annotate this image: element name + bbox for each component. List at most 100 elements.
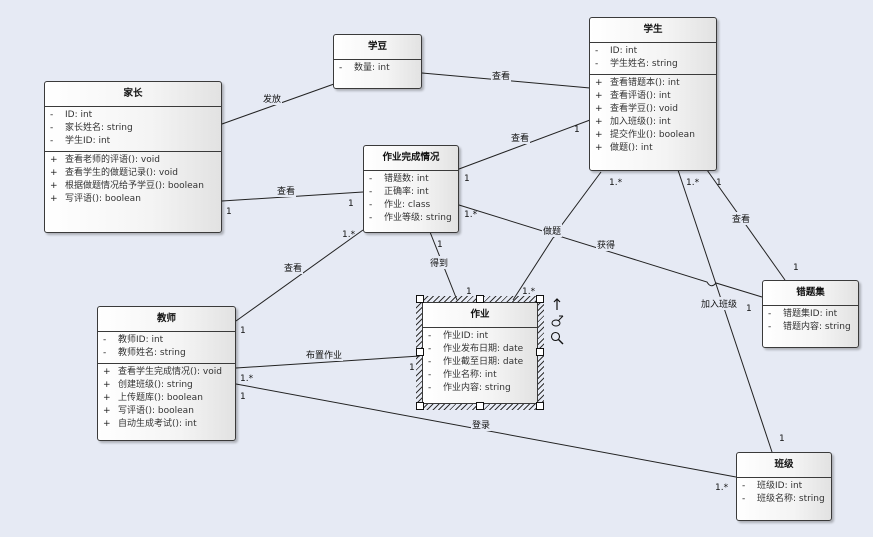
operation-row[interactable]: +写评语(): boolean <box>98 405 235 418</box>
operation-text: 写评语(): boolean <box>118 406 194 416</box>
resize-handle-n[interactable] <box>476 295 484 303</box>
class-klass[interactable]: 班级 -班级ID: int -班级名称: string <box>736 452 832 521</box>
operation-row[interactable]: +查看学生的做题记录(): void <box>45 167 221 180</box>
operation-row[interactable]: +做题(): int <box>590 142 716 155</box>
resize-handle-se[interactable] <box>536 402 544 410</box>
operation-row[interactable]: + 查看学生完成情况(): void <box>98 366 235 379</box>
attribute-row[interactable]: -作业: class <box>364 199 458 212</box>
operation-row[interactable]: +创建班级(): string <box>98 379 235 392</box>
attribute-text: 班级ID: int <box>757 481 803 491</box>
visibility-marker: + <box>103 419 111 429</box>
assoc-mult-teacher-completion-a: 1 <box>240 326 246 336</box>
operation-row[interactable]: +查看老师的评语(): void <box>45 154 221 167</box>
assoc-line-student-klass[interactable] <box>677 169 773 453</box>
operation-row[interactable]: +上传题库(): boolean <box>98 392 235 405</box>
operation-row[interactable]: +加入班级(): int <box>590 116 716 129</box>
visibility-marker: - <box>339 63 343 73</box>
operation-row[interactable]: +查看错题本(): int <box>590 77 716 90</box>
attribute-row[interactable]: -教师ID: int <box>98 334 235 347</box>
visibility-marker: - <box>369 174 373 184</box>
attribute-row[interactable]: -正确率: int <box>364 186 458 199</box>
operation-row[interactable]: +写评语(): boolean <box>45 193 221 206</box>
arrow-up-icon[interactable] <box>550 297 564 311</box>
resize-handle-ne[interactable] <box>536 295 544 303</box>
attributes-section: -作业ID: int -作业发布日期: date -作业截至日期: date -… <box>423 328 537 398</box>
operation-text: 查看评语(): int <box>610 91 671 101</box>
assoc-line-student-wrongset[interactable] <box>706 169 786 281</box>
assoc-label-teacher-klass[interactable]: 登录 <box>471 418 492 431</box>
resize-handle-w[interactable] <box>416 348 424 356</box>
operation-row[interactable]: +查看学豆(): void <box>590 103 716 116</box>
resize-handle-nw[interactable] <box>416 295 424 303</box>
class-student[interactable]: 学生 -ID: int -学生姓名: string +查看错题本(): int … <box>589 17 717 171</box>
class-parent[interactable]: 家长 -ID: int -家长姓名: string -学生ID: int +查看… <box>44 81 222 233</box>
attribute-row[interactable]: -ID: int <box>45 109 221 122</box>
operation-text: 查看学生完成情况(): void <box>118 367 222 377</box>
visibility-marker: + <box>103 367 111 377</box>
resize-handle-sw[interactable] <box>416 402 424 410</box>
attribute-row[interactable]: -学生ID: int <box>45 135 221 148</box>
assoc-mult-student-klass-b: 1 <box>779 434 785 444</box>
attributes-section: -班级ID: int -班级名称: string <box>737 478 831 509</box>
assoc-label-completion-wrongset[interactable]: 获得 <box>596 238 617 251</box>
visibility-marker: - <box>428 331 432 341</box>
link-icon[interactable] <box>550 314 564 328</box>
visibility-marker: - <box>428 344 432 354</box>
assoc-label-completion-homework[interactable]: 得到 <box>429 256 450 269</box>
visibility-marker: - <box>595 59 599 69</box>
assoc-mult-completion-student-b: 1 <box>574 125 580 135</box>
attribute-row[interactable]: -作业截至日期: date <box>423 356 537 369</box>
visibility-marker: + <box>595 117 603 127</box>
assoc-label-completion-student[interactable]: 查看 <box>510 131 531 144</box>
operation-row[interactable]: +查看评语(): int <box>590 90 716 103</box>
assoc-mult-completion-wrongset-a: 1.* <box>464 210 478 220</box>
attribute-row[interactable]: -作业等级: string <box>364 212 458 225</box>
resize-handle-s[interactable] <box>476 402 484 410</box>
attribute-row[interactable]: -作业内容: string <box>423 382 537 395</box>
attribute-row[interactable]: -作业发布日期: date <box>423 343 537 356</box>
assoc-mult-student-homework-a: 1.* <box>609 178 623 188</box>
assoc-line-teacher-completion[interactable] <box>235 229 364 322</box>
assoc-label-teacher-homework[interactable]: 布置作业 <box>305 348 344 361</box>
assoc-label-parent-xuedou[interactable]: 发放 <box>262 92 283 105</box>
operation-text: 查看错题本(): int <box>610 78 680 88</box>
operation-text: 查看老师的评语(): void <box>65 155 160 165</box>
attribute-text: 学生ID: int <box>65 136 111 146</box>
assoc-label-xuedou-student[interactable]: 查看 <box>491 69 512 82</box>
attribute-row[interactable]: -错题内容: string <box>763 321 858 334</box>
assoc-line-teacher-homework[interactable] <box>235 355 421 369</box>
operation-row[interactable]: +根据做题情况给予学豆(): boolean <box>45 180 221 193</box>
operation-row[interactable]: +自动生成考试(): int <box>98 418 235 431</box>
class-wrongset[interactable]: 错题集 -错题集ID: int -错题内容: string <box>762 280 859 348</box>
attribute-row[interactable]: -数量: int <box>334 62 421 75</box>
attribute-row[interactable]: -班级名称: string <box>737 493 831 506</box>
assoc-mult-teacher-klass-b: 1.* <box>715 483 729 493</box>
attribute-row[interactable]: -教师姓名: string <box>98 347 235 360</box>
assoc-label-student-wrongset[interactable]: 查看 <box>731 212 752 225</box>
attribute-row[interactable]: -错题集ID: int <box>763 308 858 321</box>
class-xuedou[interactable]: 学豆 -数量: int <box>333 34 422 89</box>
assoc-label-parent-completion[interactable]: 查看 <box>276 184 297 197</box>
attribute-row[interactable]: -ID: int <box>590 45 716 58</box>
class-teacher[interactable]: 教师 -教师ID: int -教师姓名: string +查看学生完成情况():… <box>97 306 236 441</box>
attribute-row[interactable]: -错题数: int <box>364 173 458 186</box>
assoc-label-teacher-completion[interactable]: 查看 <box>283 261 304 274</box>
attribute-row[interactable]: -班级ID: int <box>737 480 831 493</box>
operation-row[interactable]: +提交作业(): boolean <box>590 129 716 142</box>
assoc-label-student-homework[interactable]: 做题 <box>542 224 563 237</box>
resize-handle-e[interactable] <box>536 348 544 356</box>
class-homework[interactable]: 作业 -作业ID: int -作业发布日期: date -作业截至日期: dat… <box>422 302 538 404</box>
visibility-marker: + <box>595 130 603 140</box>
attribute-row[interactable]: -作业名称: int <box>423 369 537 382</box>
assoc-label-student-klass[interactable]: 加入班级 <box>700 297 739 310</box>
operation-text: 上传题库(): boolean <box>118 393 203 403</box>
assoc-line-completion-wrongset[interactable] <box>458 204 763 298</box>
attribute-row[interactable]: -学生姓名: string <box>590 58 716 71</box>
assoc-line-completion-student[interactable] <box>458 119 591 170</box>
class-completion[interactable]: 作业完成情况 -错题数: int -正确率: int -作业: class -作… <box>363 145 459 233</box>
attribute-row[interactable]: -作业ID: int <box>423 330 537 343</box>
assoc-mult-completion-student-a: 1 <box>464 174 470 184</box>
zoom-icon[interactable] <box>550 331 564 345</box>
attribute-row[interactable]: -家长姓名: string <box>45 122 221 135</box>
